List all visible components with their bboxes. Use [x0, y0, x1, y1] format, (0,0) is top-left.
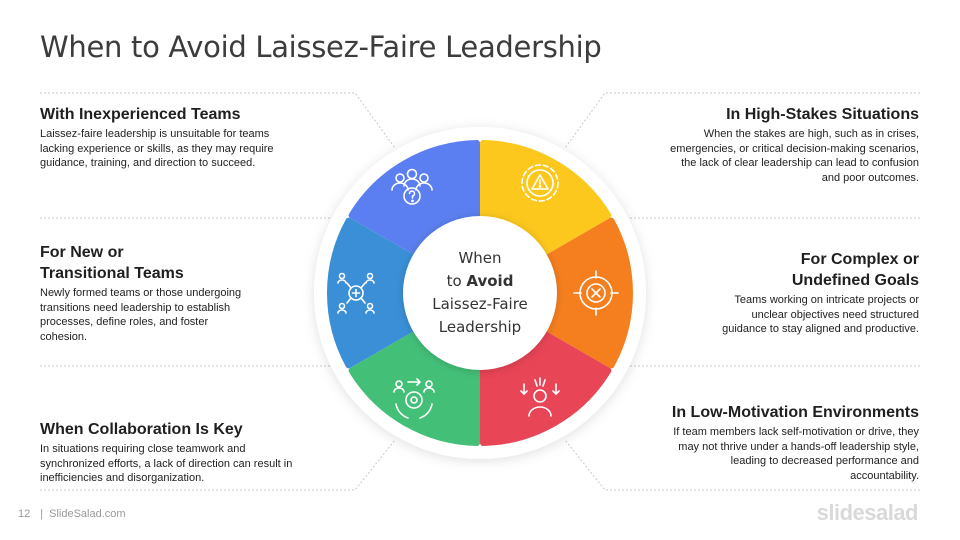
item-complex-goals: For Complex or Undefined Goals Teams wor…	[629, 249, 919, 337]
item-body: Laissez-faire leadership is unsuitable f…	[40, 128, 274, 170]
connector-top-left	[40, 92, 396, 149]
item-inexperienced-teams: With Inexperienced Teams Laissez-faire l…	[40, 104, 330, 171]
item-heading: For Complex or Undefined Goals	[791, 251, 919, 289]
center-line-2: to Avoid	[446, 272, 514, 290]
page-number: 12	[18, 508, 31, 520]
center-line-4: Leadership	[438, 318, 522, 336]
center-line-1: When	[458, 249, 502, 267]
target-cross-icon	[573, 270, 619, 316]
item-body: Newly formed teams or those undergoing t…	[40, 287, 242, 343]
stressed-person-icon	[520, 377, 560, 417]
collaboration-cycle-icon	[393, 378, 435, 419]
connector-top-right	[564, 92, 920, 149]
item-heading: When Collaboration Is Key	[40, 421, 243, 438]
item-heading: With Inexperienced Teams	[40, 106, 241, 123]
center-emphasis: Avoid	[466, 272, 514, 290]
footer-site: SlideSalad.com	[49, 508, 126, 520]
warning-gear-icon	[521, 164, 559, 202]
item-high-stakes: In High-Stakes Situations When the stake…	[619, 104, 919, 185]
item-low-motivation: In Low-Motivation Environments If team m…	[619, 402, 919, 483]
center-label: When to Avoid Laissez-Faire Leadership	[412, 247, 548, 339]
footer-separator: |	[40, 508, 44, 520]
item-body: If team members lack self-motivation or …	[673, 426, 919, 482]
item-body: When the stakes are high, such as in cri…	[670, 128, 919, 184]
connector-lines	[40, 92, 920, 491]
network-people-icon	[337, 272, 375, 314]
page-title: When to Avoid Laissez-Faire Leadership	[40, 30, 602, 64]
brand-logo: slidesalad	[816, 500, 919, 525]
connector-bottom-right	[564, 439, 920, 491]
item-body: In situations requiring close teamwork a…	[40, 443, 293, 485]
team-question-icon	[391, 168, 433, 205]
connector-bottom-left	[40, 439, 396, 491]
item-collaboration-key: When Collaboration Is Key In situations …	[40, 419, 330, 486]
item-heading: For New or Transitional Teams	[40, 244, 184, 282]
item-heading: In High-Stakes Situations	[726, 106, 919, 123]
item-heading: In Low-Motivation Environments	[671, 404, 919, 421]
item-new-transitional-teams: For New or Transitional Teams Newly form…	[40, 242, 330, 344]
wheel-center-disk	[403, 216, 557, 370]
footer: 12 | SlideSalad.com	[18, 508, 126, 520]
center-line-3: Laissez-Faire	[432, 295, 528, 313]
item-body: Teams working on intricate projects or u…	[722, 294, 919, 336]
